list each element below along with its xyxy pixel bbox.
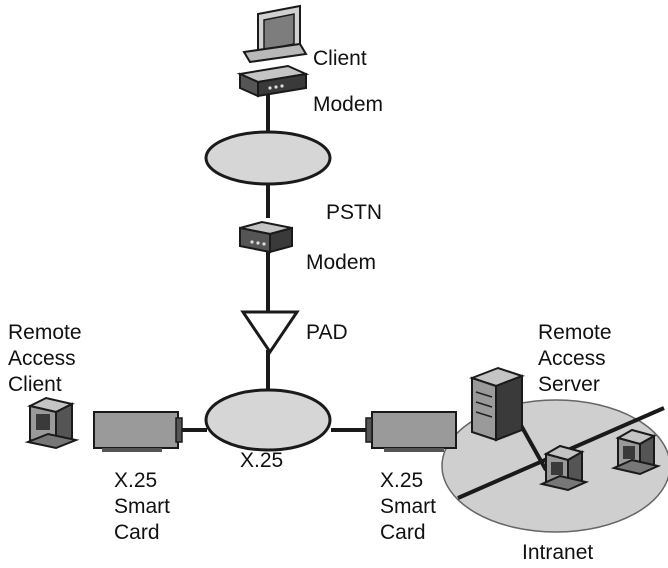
label-x25-network: X.25 <box>240 449 284 472</box>
label-pad: PAD <box>306 321 348 344</box>
label-smart-card-left-1: X.25 <box>114 469 158 492</box>
remote-access-client-pc-icon <box>24 396 80 450</box>
label-remote-access-client-3: Client <box>8 373 62 396</box>
label-remote-access-server-1: Remote <box>538 321 612 344</box>
connection-lines <box>180 92 368 432</box>
label-pstn: PSTN <box>326 201 383 224</box>
label-remote-access-server-3: Server <box>538 373 600 396</box>
label-intranet: Intranet <box>522 541 594 564</box>
intranet-pc-1-icon <box>538 444 590 492</box>
label-smart-card-left-3: Card <box>114 521 160 544</box>
pad-icon <box>240 310 300 355</box>
remote-access-server-icon <box>469 366 525 442</box>
pstn-cloud <box>204 130 332 186</box>
label-smart-card-right-3: Card <box>380 521 426 544</box>
label-smart-card-right-2: Smart <box>380 495 437 518</box>
label-remote-access-client-2: Access <box>8 347 76 370</box>
smart-card-left-icon <box>93 411 183 452</box>
label-remote-access-server-2: Access <box>538 347 606 370</box>
label-modem-mid: Modem <box>306 251 377 274</box>
client-computer-icon <box>242 4 308 64</box>
label-smart-card-left-2: Smart <box>114 495 171 518</box>
label-client: Client <box>313 47 367 70</box>
label-modem-top: Modem <box>313 93 384 116</box>
label-remote-access-client-1: Remote <box>8 321 82 344</box>
modem-mid-icon <box>239 220 293 254</box>
modem-top-icon <box>236 64 310 98</box>
label-smart-card-right-1: X.25 <box>380 469 424 492</box>
smart-card-right-icon <box>365 411 457 452</box>
x25-cloud <box>204 388 332 452</box>
intranet-pc-2-icon <box>610 428 662 476</box>
